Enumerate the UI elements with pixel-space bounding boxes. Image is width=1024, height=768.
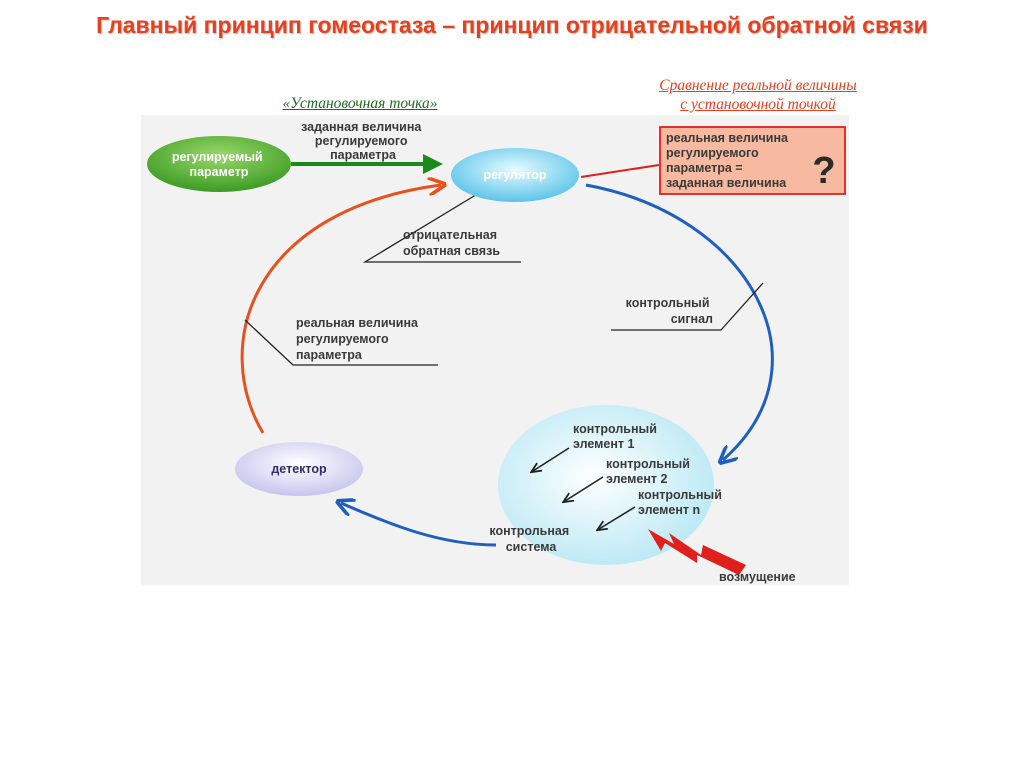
control-arc-blue: [585, 183, 774, 460]
setpoint-value-line-2: регулируемого: [315, 134, 408, 148]
regulator-label: регулятор: [483, 168, 546, 182]
question-mark: ?: [812, 150, 835, 192]
control-element-1-line-2: элемент 1: [573, 437, 634, 451]
real-value-line-1: реальная величина: [296, 316, 419, 330]
control-element-2-arrow: [565, 476, 604, 501]
control-signal-leader: [611, 282, 764, 331]
setpoint-caption: «Установочная точка»: [282, 95, 438, 112]
real-value-line-2: регулируемого: [296, 332, 389, 346]
control-element-n-line-1: контрольный: [638, 488, 722, 502]
feedback-arc-orange: [240, 185, 441, 434]
regulated-parameter-node: [147, 136, 291, 192]
control-signal-label: контрольный сигнал: [626, 296, 713, 326]
negative-feedback-line-2: обратная связь: [403, 244, 500, 258]
comparison-box: [659, 126, 846, 195]
setpoint-value-line-1: заданная величина: [301, 120, 422, 134]
comparison-caption: Сравнение реальной величины с установочн…: [615, 76, 901, 114]
slide-title: Главный принцип гомеостаза – принцип отр…: [96, 12, 928, 38]
negative-feedback-leader: [362, 192, 521, 263]
control-element-n-label: контрольный элемент n: [638, 488, 725, 517]
control-element-n-arrow: [599, 506, 636, 529]
control-system-line-2: система: [506, 540, 558, 554]
control-element-n-line-2: элемент n: [638, 503, 700, 517]
comparison-box-line-4: заданная величина: [666, 176, 787, 190]
control-element-1-line-1: контрольный: [573, 422, 657, 436]
negative-feedback-label: отрицательная обратная связь: [403, 228, 501, 258]
comparison-box-line-2: регулируемого: [666, 146, 759, 160]
sensing-arc-blue: [341, 503, 497, 547]
negative-feedback-line-1: отрицательная: [403, 228, 497, 242]
comparison-box-line-1: реальная величина: [666, 131, 789, 145]
control-system-label: контрольная система: [489, 524, 572, 554]
regulated-parameter-line-1: регулируемый: [172, 150, 263, 164]
control-element-2-line-1: контрольный: [606, 457, 690, 471]
regulator-node: [451, 148, 579, 202]
comparison-link-line: [580, 164, 660, 178]
comparison-caption-line-2: с установочной точкой: [680, 96, 836, 113]
real-value-leader: [244, 319, 438, 366]
control-signal-line-2: сигнал: [671, 312, 713, 326]
control-system-ellipse: [498, 405, 714, 565]
regulated-parameter-label: регулируемый параметр: [172, 150, 266, 179]
regulated-parameter-line-2: параметр: [190, 165, 249, 179]
disturbance-arrow: [648, 529, 746, 575]
detector-label: детектор: [271, 462, 327, 476]
setpoint-value-label: заданная величина регулируемого параметр…: [301, 120, 425, 162]
control-element-2-line-2: элемент 2: [606, 472, 667, 486]
control-element-1-label: контрольный элемент 1: [573, 422, 660, 451]
feedback-diagram: регулируемый параметр регулятор детектор…: [141, 115, 849, 585]
control-element-2-label: контрольный элемент 2: [606, 457, 693, 486]
control-element-1-arrow: [533, 447, 570, 471]
comparison-box-text: реальная величина регулируемого параметр…: [666, 131, 791, 190]
real-value-line-3: параметра: [296, 348, 363, 362]
control-signal-line-1: контрольный: [626, 296, 710, 310]
setpoint-value-line-3: параметра: [330, 148, 397, 162]
comparison-caption-line-1: Сравнение реальной величины: [659, 77, 857, 94]
real-value-label: реальная величина регулируемого параметр…: [296, 316, 421, 362]
control-system-line-1: контрольная: [489, 524, 569, 538]
feedback-diagram-canvas: регулируемый параметр регулятор детектор…: [147, 120, 846, 584]
disturbance-label: возмущение: [719, 570, 796, 584]
detector-node: [235, 442, 363, 496]
comparison-box-line-3: параметра =: [666, 161, 743, 175]
